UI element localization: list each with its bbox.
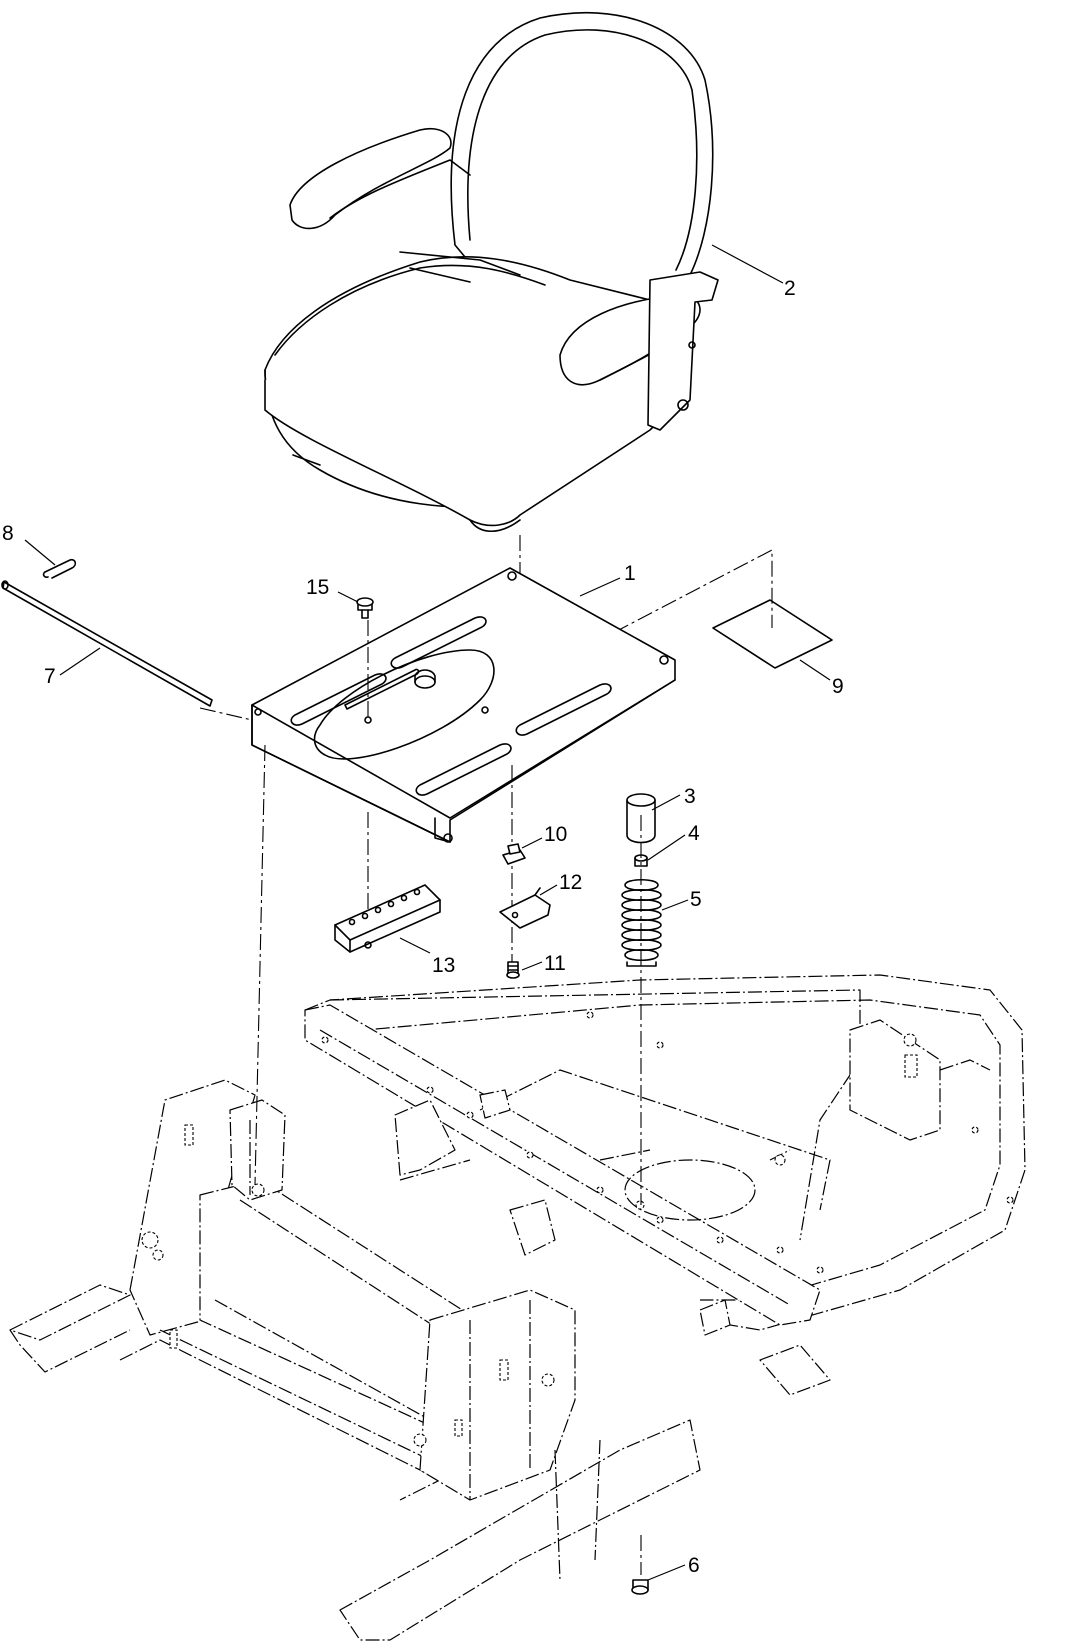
seat-plate-part-1 [251, 567, 676, 843]
callout-labels: 1 2 3 4 5 6 7 8 9 10 11 12 13 15 [2, 277, 844, 1577]
callout-11: 11 [544, 952, 566, 975]
leader-lines [24, 244, 831, 1581]
centerline-plate-left [254, 744, 266, 1186]
jnut-part-10 [502, 843, 526, 865]
callout-13: 13 [432, 954, 455, 977]
spring-part-5 [621, 878, 662, 967]
callout-6: 6 [688, 1554, 700, 1577]
bolt-part-15 [356, 597, 374, 619]
seat-part-2 [264, 11, 719, 533]
decal-part-9 [589, 549, 833, 669]
callout-5: 5 [690, 888, 702, 911]
callout-4: 4 [688, 822, 700, 845]
callout-1: 1 [624, 562, 636, 585]
mower-frame-ghost [9, 974, 1026, 1641]
nut-part-6 [631, 1579, 649, 1595]
hairpin-part-8 [42, 558, 77, 579]
rod-part-7 [1, 580, 213, 707]
frame-holes [321, 1011, 1014, 1274]
callout-9: 9 [832, 675, 844, 698]
callout-10: 10 [544, 823, 567, 846]
callout-15: 15 [306, 576, 329, 599]
callout-12: 12 [559, 871, 582, 894]
bracket-part-13 [334, 884, 441, 953]
callout-2: 2 [784, 277, 796, 300]
callout-7: 7 [44, 665, 56, 688]
plate-part-12 [499, 887, 551, 929]
centerline-rod [199, 707, 253, 721]
callout-8: 8 [2, 522, 14, 545]
callout-3: 3 [684, 785, 696, 808]
bolt-part-11 [506, 961, 520, 979]
